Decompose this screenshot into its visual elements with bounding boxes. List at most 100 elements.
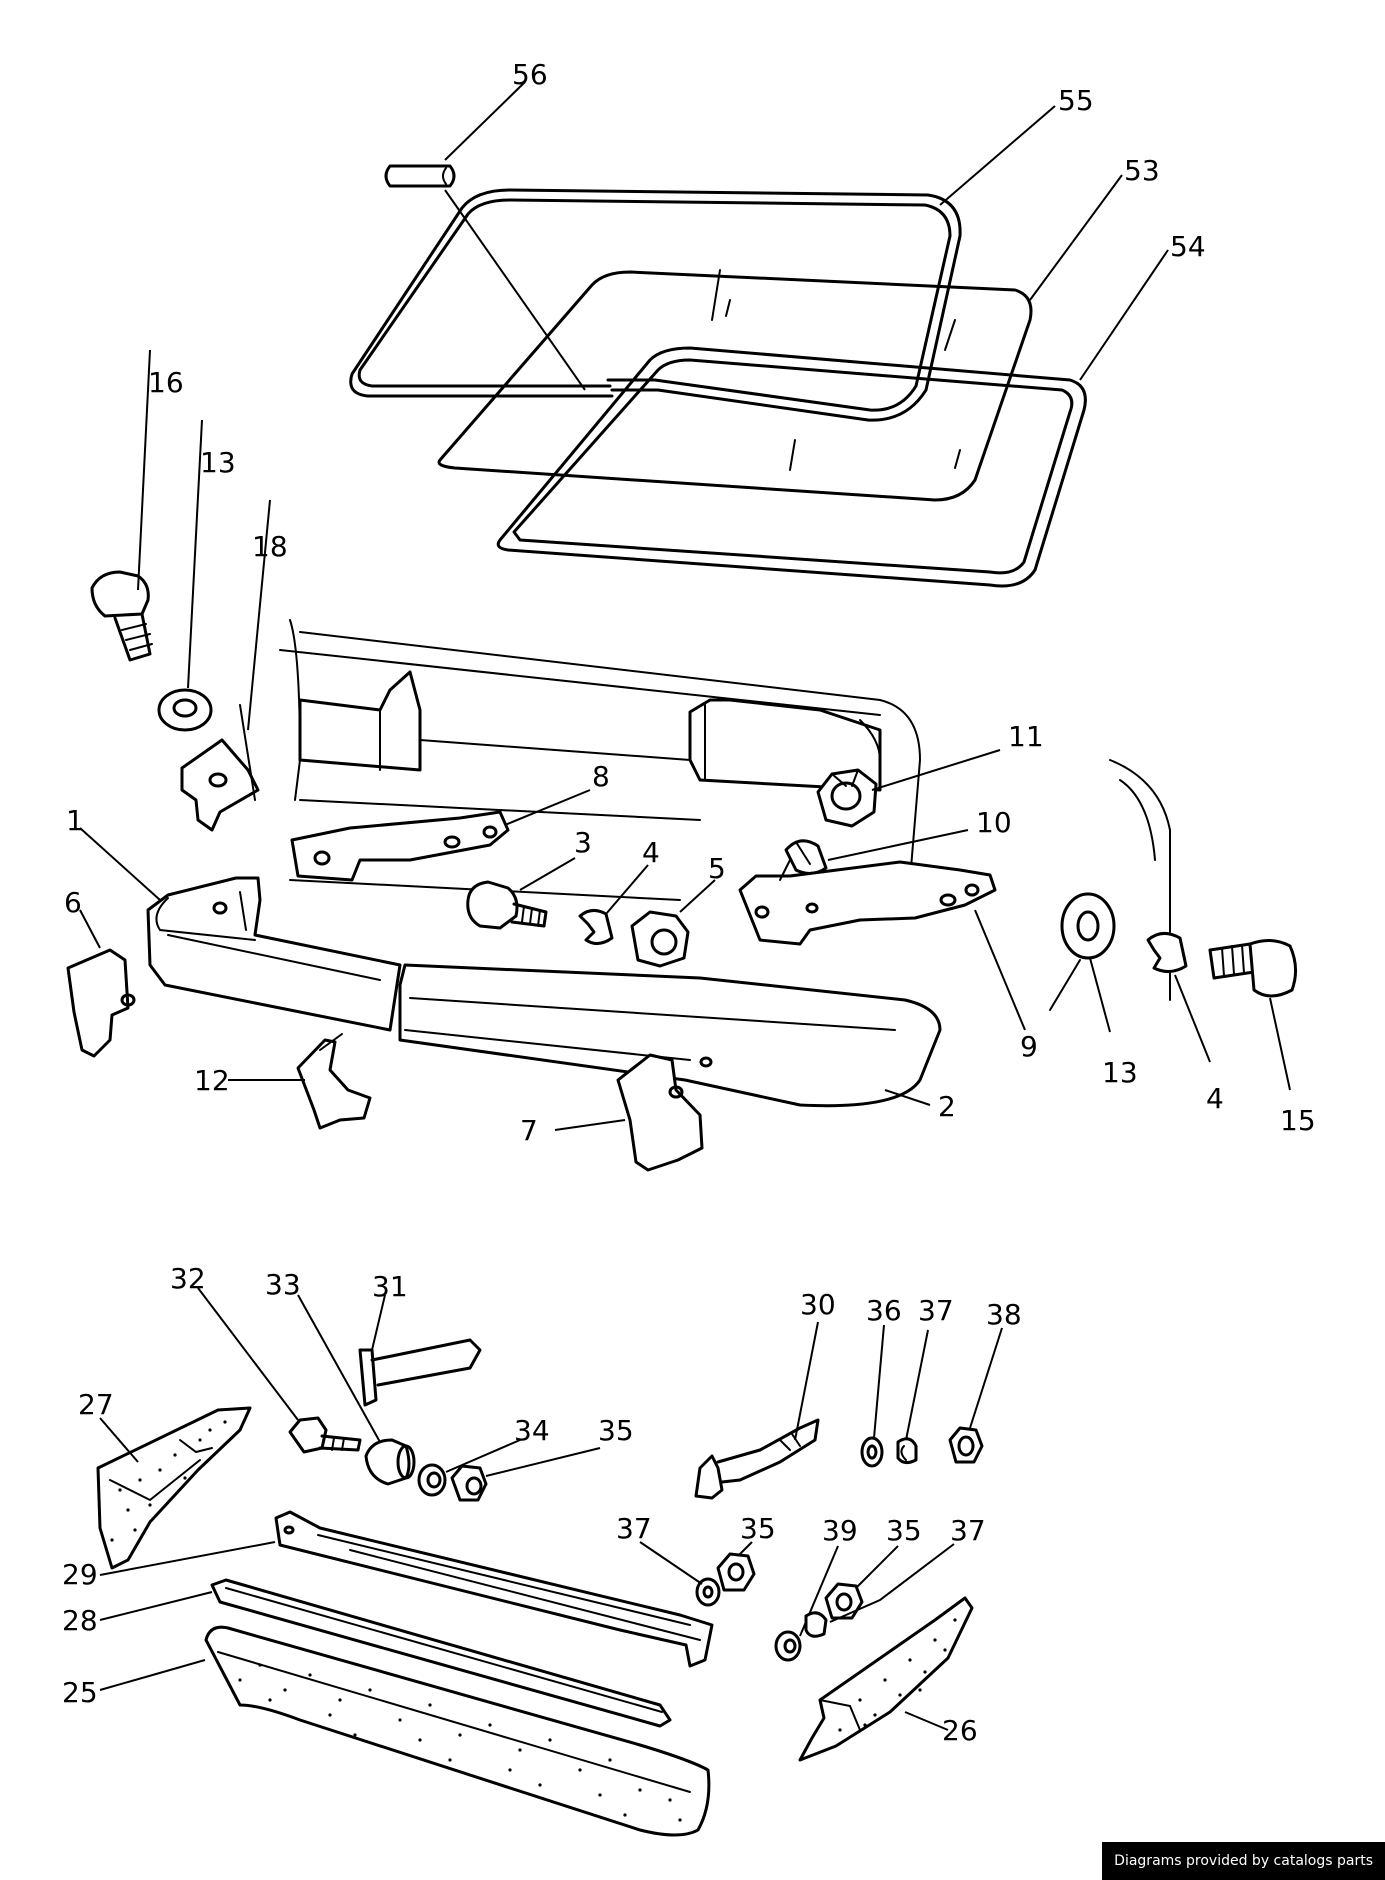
callout-11: 11 — [1008, 720, 1044, 753]
part-10-clip — [784, 839, 828, 875]
leader-37-c — [829, 1543, 955, 1623]
callout-16: 16 — [148, 366, 184, 399]
part-13-washer-left — [157, 688, 213, 732]
rear-body-panel — [279, 619, 1171, 1011]
callout-28: 28 — [62, 1604, 98, 1637]
part-3-bolt — [466, 880, 548, 930]
leader-11 — [871, 749, 1001, 791]
part-27-corner — [96, 1406, 252, 1570]
leader-33 — [297, 1294, 381, 1443]
callout-35-a: 35 — [598, 1414, 634, 1447]
leader-4-left — [605, 864, 649, 915]
callout-18: 18 — [252, 530, 288, 563]
callout-12: 12 — [194, 1064, 230, 1097]
leader-27 — [99, 1417, 139, 1463]
callout-36: 36 — [866, 1294, 902, 1327]
part-38-nut — [948, 1426, 984, 1464]
part-9-bracket — [738, 859, 997, 946]
callout-2: 2 — [938, 1090, 956, 1123]
leader-36 — [873, 1324, 885, 1439]
callout-37-a: 37 — [918, 1294, 954, 1327]
callout-32: 32 — [170, 1262, 206, 1295]
callout-labels: 56 55 53 54 16 13 18 11 8 1 10 3 4 5 6 9… — [62, 58, 1316, 1747]
callout-7: 7 — [520, 1114, 538, 1147]
part-37-clip-a — [896, 1437, 918, 1465]
leader-15 — [1269, 997, 1291, 1091]
part-2-bumper — [398, 963, 942, 1108]
part-56-clip — [384, 164, 456, 188]
callout-26: 26 — [942, 1714, 978, 1747]
leader-30 — [794, 1321, 819, 1441]
leader-35-b — [737, 1541, 753, 1557]
leader-13-right — [1089, 957, 1111, 1033]
leader-13-left — [187, 419, 203, 689]
leader-56 — [444, 81, 526, 161]
callout-33: 33 — [265, 1268, 301, 1301]
callout-3: 3 — [574, 826, 592, 859]
callout-10: 10 — [976, 806, 1012, 839]
leader-34 — [445, 1439, 521, 1473]
part-34-washer — [417, 1463, 447, 1497]
callout-5: 5 — [708, 852, 726, 885]
part-15-bolt — [1208, 939, 1297, 998]
leader-32 — [197, 1287, 299, 1421]
leader-28 — [99, 1591, 213, 1621]
part-7-end-cap — [616, 1053, 713, 1172]
part-1-bumper-end — [146, 876, 402, 1032]
callout-4-left: 4 — [642, 836, 660, 869]
callout-37-b: 37 — [616, 1512, 652, 1545]
leader-1 — [79, 827, 161, 901]
part-30-bracket — [694, 1418, 820, 1500]
callout-34: 34 — [514, 1414, 550, 1447]
leader-37-a — [905, 1329, 929, 1441]
leader-6 — [79, 909, 101, 949]
leader-56b — [444, 189, 586, 391]
callout-8: 8 — [592, 760, 610, 793]
part-12-clip — [296, 1033, 372, 1130]
part-35-nut-b — [716, 1552, 756, 1592]
part-37-clip-c — [804, 1611, 828, 1638]
part-39-washer — [774, 1630, 802, 1662]
leader-35-c — [855, 1545, 899, 1589]
part-35-nut-c — [824, 1582, 864, 1620]
part-53-window-glass — [437, 269, 1033, 502]
callout-31: 31 — [372, 1270, 408, 1303]
part-31-bracket — [358, 1338, 482, 1407]
part-4-clip-right — [1146, 932, 1188, 973]
callout-13-left: 13 — [200, 446, 236, 479]
part-32-bolt — [288, 1416, 362, 1454]
leader-35-a — [485, 1447, 601, 1477]
leader-29 — [99, 1541, 276, 1576]
part-13-washer-right — [1060, 892, 1116, 960]
part-8-bracket — [290, 810, 510, 882]
leader-38 — [969, 1327, 1003, 1429]
callout-15: 15 — [1280, 1104, 1316, 1137]
part-18-bracket — [180, 704, 260, 832]
callout-4-right: 4 — [1206, 1082, 1224, 1115]
leader-25 — [99, 1659, 206, 1691]
callout-13-right: 13 — [1102, 1056, 1138, 1089]
leader-26 — [904, 1711, 949, 1731]
part-55-window-seal — [349, 188, 962, 422]
leader-10 — [827, 829, 969, 861]
leader-7 — [554, 1119, 626, 1131]
part-35-nut-a — [450, 1464, 488, 1502]
part-4-clip-left — [578, 909, 614, 945]
leader-5 — [679, 879, 716, 913]
callout-9: 9 — [1020, 1030, 1038, 1063]
callout-39: 39 — [822, 1514, 858, 1547]
part-54-glass-frame-seal — [496, 346, 1087, 588]
leader-2 — [884, 1089, 931, 1106]
callout-37-c: 37 — [950, 1514, 986, 1547]
part-37-clip-b — [695, 1577, 721, 1607]
leader-9 — [974, 909, 1026, 1031]
leader-18 — [247, 499, 271, 731]
callout-56: 56 — [512, 58, 548, 91]
callout-6: 6 — [64, 886, 82, 919]
callout-29: 29 — [62, 1558, 98, 1591]
leader-54 — [1079, 249, 1169, 381]
credit-banner: Diagrams provided by catalogs parts — [1102, 1842, 1385, 1880]
callout-35-b: 35 — [740, 1512, 776, 1545]
part-6-end-cap — [66, 948, 136, 1058]
